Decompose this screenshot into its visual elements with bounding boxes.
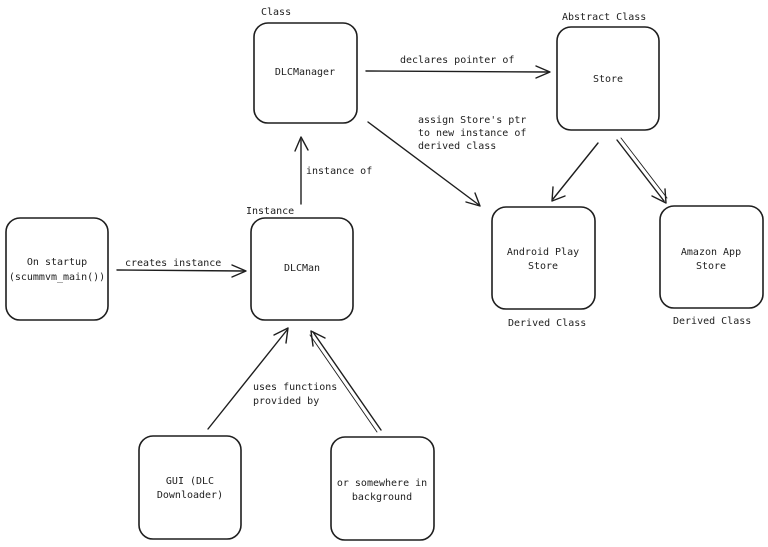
edge-label-assign-line2: to new instance of xyxy=(418,128,526,139)
edge-instance-of xyxy=(294,136,309,205)
node-amazon-app-store: Amazon App Store xyxy=(659,205,764,309)
node-android-line1: Android Play xyxy=(507,247,579,258)
edge-label-assign-line3: derived class xyxy=(418,141,496,152)
node-android-tag: Derived Class xyxy=(508,318,586,329)
node-somewhere-in-background: or somewhere in background xyxy=(330,436,435,541)
edge-label-uses-line2: provided by xyxy=(253,396,319,407)
node-dlcmanager: DLCManager xyxy=(253,22,358,124)
edge-store-to-android xyxy=(551,142,599,202)
node-store-label: Store xyxy=(593,74,623,85)
node-gui-dlc-downloader: GUI (DLC Downloader) xyxy=(138,435,242,540)
edge-label-instance-of: instance of xyxy=(306,166,372,177)
edge-declares-pointer xyxy=(365,65,551,79)
node-dlcman-tag: Instance xyxy=(246,206,294,217)
node-dlcmanager-tag: Class xyxy=(261,7,291,18)
edge-label-uses-line1: uses functions xyxy=(253,382,337,393)
edge-label-creates-instance: creates instance xyxy=(125,258,221,269)
node-amazon-line1: Amazon App xyxy=(681,247,741,258)
edge-gui-uses-dlcman xyxy=(207,327,289,430)
node-amazon-tag: Derived Class xyxy=(673,316,751,327)
node-store-tag: Abstract Class xyxy=(562,12,646,23)
node-on-startup: On startup (scummvm_main()) xyxy=(5,217,109,321)
edge-store-to-amazon xyxy=(616,137,668,204)
node-background-line1: or somewhere in xyxy=(337,478,427,489)
node-background-line2: background xyxy=(352,492,412,503)
node-startup-line2: (scummvm_main()) xyxy=(9,272,105,283)
edge-label-assign-line1: assign Store's ptr xyxy=(418,115,526,126)
edge-assign-store-ptr xyxy=(367,121,481,207)
node-dlcman: DLCMan xyxy=(250,217,354,321)
node-dlcmanager-label: DLCManager xyxy=(275,67,335,78)
edge-background-uses-dlcman xyxy=(309,330,382,433)
node-gui-line1: GUI (DLC xyxy=(166,476,214,487)
node-startup-line1: On startup xyxy=(27,257,87,268)
edge-creates-instance xyxy=(116,264,247,278)
node-dlcman-label: DLCMan xyxy=(284,263,320,274)
node-gui-line2: Downloader) xyxy=(157,490,223,501)
node-amazon-line2: Store xyxy=(696,261,726,272)
node-android-play-store: Android Play Store xyxy=(491,206,596,310)
node-android-line2: Store xyxy=(528,261,558,272)
edge-label-declares-pointer: declares pointer of xyxy=(400,55,514,66)
node-store: Store xyxy=(556,26,660,131)
